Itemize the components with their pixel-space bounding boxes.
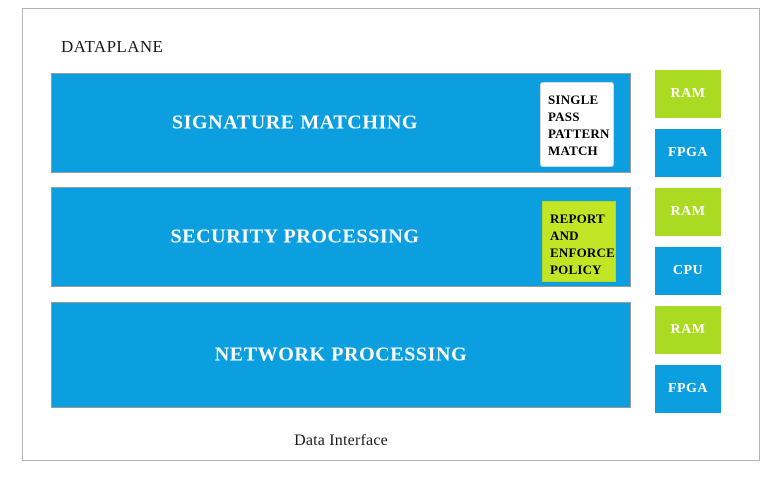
- inset-line: AND: [550, 228, 579, 243]
- inset-line: PASS: [548, 109, 580, 124]
- hardware-box-fpga-1[interactable]: FPGA: [655, 129, 721, 177]
- hardware-label: RAM: [670, 204, 706, 219]
- inset-line: REPORT: [550, 211, 605, 226]
- hardware-label: FPGA: [667, 381, 709, 396]
- layer-network-processing[interactable]: NETWORK PROCESSING: [51, 302, 631, 408]
- inset-line: PATTERN: [548, 126, 610, 141]
- hardware-box-ram-1[interactable]: RAM: [655, 70, 721, 118]
- inset-line: ENFORCE: [550, 245, 615, 260]
- layer-security-processing[interactable]: SECURITY PROCESSING REPORT AND ENFORCE P…: [51, 187, 631, 287]
- inset-line: MATCH: [548, 143, 598, 158]
- layer-label-security-processing: SECURITY PROCESSING: [170, 225, 420, 248]
- dataplane-title: DATAPLANE: [61, 37, 164, 56]
- layer-signature-matching[interactable]: SIGNATURE MATCHING SINGLE PASS PATTERN M…: [51, 73, 631, 173]
- inset-single-pass-pattern-match: SINGLE PASS PATTERN MATCH: [540, 82, 614, 167]
- hardware-box-ram-2[interactable]: RAM: [655, 188, 721, 236]
- hardware-label: RAM: [670, 322, 706, 337]
- dataplane-frame: DATAPLANE SIGNATURE MATCHING SINGLE PASS…: [22, 8, 760, 461]
- hardware-box-ram-3[interactable]: RAM: [655, 306, 721, 354]
- hardware-label: CPU: [672, 263, 704, 278]
- inset-line: POLICY: [550, 262, 602, 277]
- hardware-box-cpu[interactable]: CPU: [655, 247, 721, 295]
- layer-label-signature-matching: SIGNATURE MATCHING: [171, 111, 419, 134]
- inset-line: SINGLE: [548, 92, 599, 107]
- hardware-box-fpga-2[interactable]: FPGA: [655, 365, 721, 413]
- hardware-label: FPGA: [667, 145, 709, 160]
- hardware-label: RAM: [670, 86, 706, 101]
- data-interface-label: Data Interface: [294, 432, 388, 449]
- layer-label-network-processing: NETWORK PROCESSING: [214, 343, 468, 366]
- inset-report-and-enforce-policy: REPORT AND ENFORCE POLICY: [542, 201, 616, 282]
